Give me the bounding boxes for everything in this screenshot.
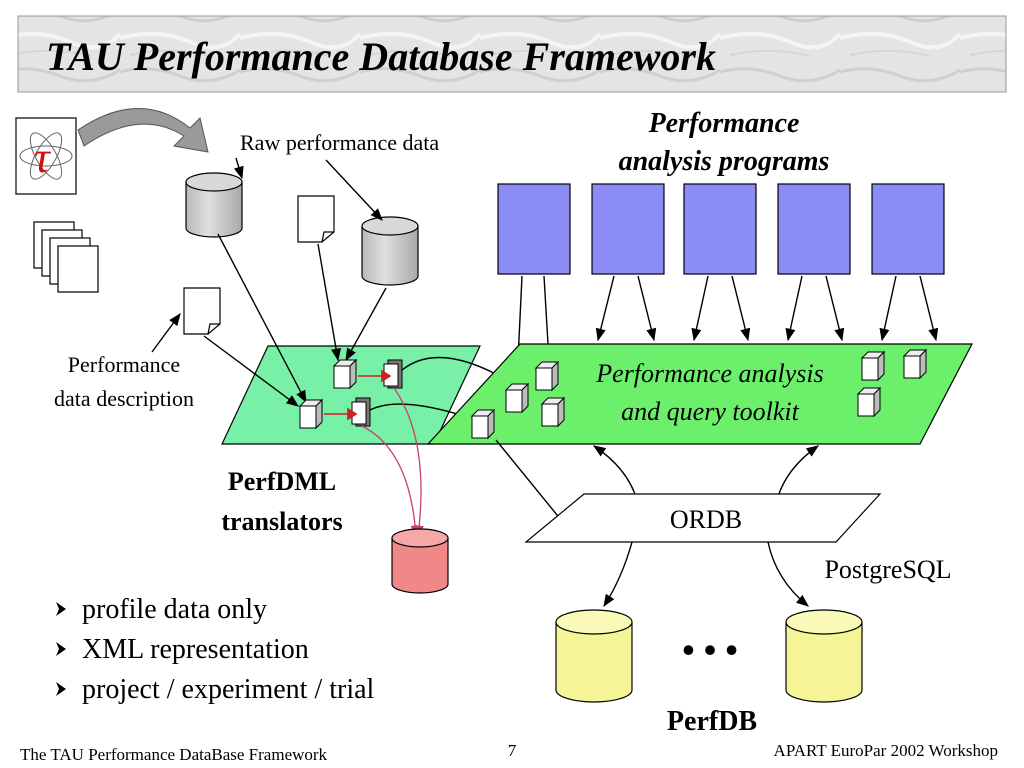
right-arrowhead-icon [56, 682, 66, 696]
translator-cube-2 [298, 398, 324, 430]
translator-cube-1 [332, 358, 358, 390]
toolkit-label-2: and query toolkit [621, 397, 799, 426]
right-arrowhead-icon [56, 642, 66, 656]
ellipsis-dots: • • • [682, 630, 738, 670]
perf-desc-label-1: Performance [68, 352, 180, 377]
perfdb-cylinder-2 [785, 609, 863, 703]
footer-left: The TAU Performance DataBase Framework [20, 745, 328, 764]
tau-atom-icon: τ [15, 117, 77, 195]
toolkit-cubes [470, 348, 928, 440]
bullet-list: profile data only XML representation pro… [56, 594, 375, 705]
tau-symbol: τ [34, 133, 52, 182]
toolkit-label-1: Performance analysis [595, 359, 823, 388]
stacked-documents-icon [33, 221, 99, 293]
translators-label-2: translators [221, 507, 342, 536]
page-title: TAU Performance Database Framework [46, 34, 716, 79]
program-box-2 [591, 183, 665, 275]
list-item: project / experiment / trial [56, 674, 375, 705]
svg-text:project / experiment / trial: project / experiment / trial [82, 674, 375, 705]
program-box-4 [777, 183, 851, 275]
list-item: XML representation [56, 634, 309, 665]
description-document-icon [183, 287, 221, 335]
svg-text:profile data only: profile data only [82, 594, 267, 625]
program-toolkit-arrows [517, 275, 939, 361]
analysis-program-boxes [497, 183, 945, 275]
perfdb-label: PerfDB [667, 706, 757, 737]
curved-gray-arrow [77, 108, 209, 153]
page-number: 7 [508, 741, 517, 760]
raw-data-label: Raw performance data [240, 130, 439, 155]
ordb-plane [524, 493, 882, 543]
red-db-links [361, 387, 424, 538]
translator-box-2 [351, 397, 371, 427]
programs-label-2: analysis programs [619, 146, 830, 177]
footer-right: APART EuroPar 2002 Workshop [774, 741, 998, 760]
perf-desc-label-2: data description [54, 386, 194, 411]
perfdb-cylinder-1 [555, 609, 633, 703]
postgresql-label: PostgreSQL [824, 555, 951, 584]
translator-input-arrows [203, 233, 387, 407]
right-arrowhead-icon [56, 602, 66, 616]
translators-label-1: PerfDML [228, 467, 336, 496]
ordb-label: ORDB [670, 505, 742, 534]
title-banner: TAU Performance Database Framework [17, 15, 1007, 93]
programs-label-1: Performance [648, 108, 800, 139]
program-box-3 [683, 183, 757, 275]
xml-db-cylinder [391, 528, 449, 594]
raw-data-arrows [151, 157, 383, 353]
ordb-perfdb-arrows [603, 541, 809, 608]
svg-text:XML representation: XML representation [82, 634, 309, 665]
program-box-5 [871, 183, 945, 275]
program-box-1 [497, 183, 571, 275]
translator-cubes [298, 358, 403, 430]
document-icon [297, 195, 335, 243]
translator-red-arrows [324, 369, 392, 421]
raw-data-cylinder-1 [185, 172, 243, 238]
raw-data-cylinder-2 [361, 216, 419, 286]
list-item: profile data only [56, 594, 267, 625]
